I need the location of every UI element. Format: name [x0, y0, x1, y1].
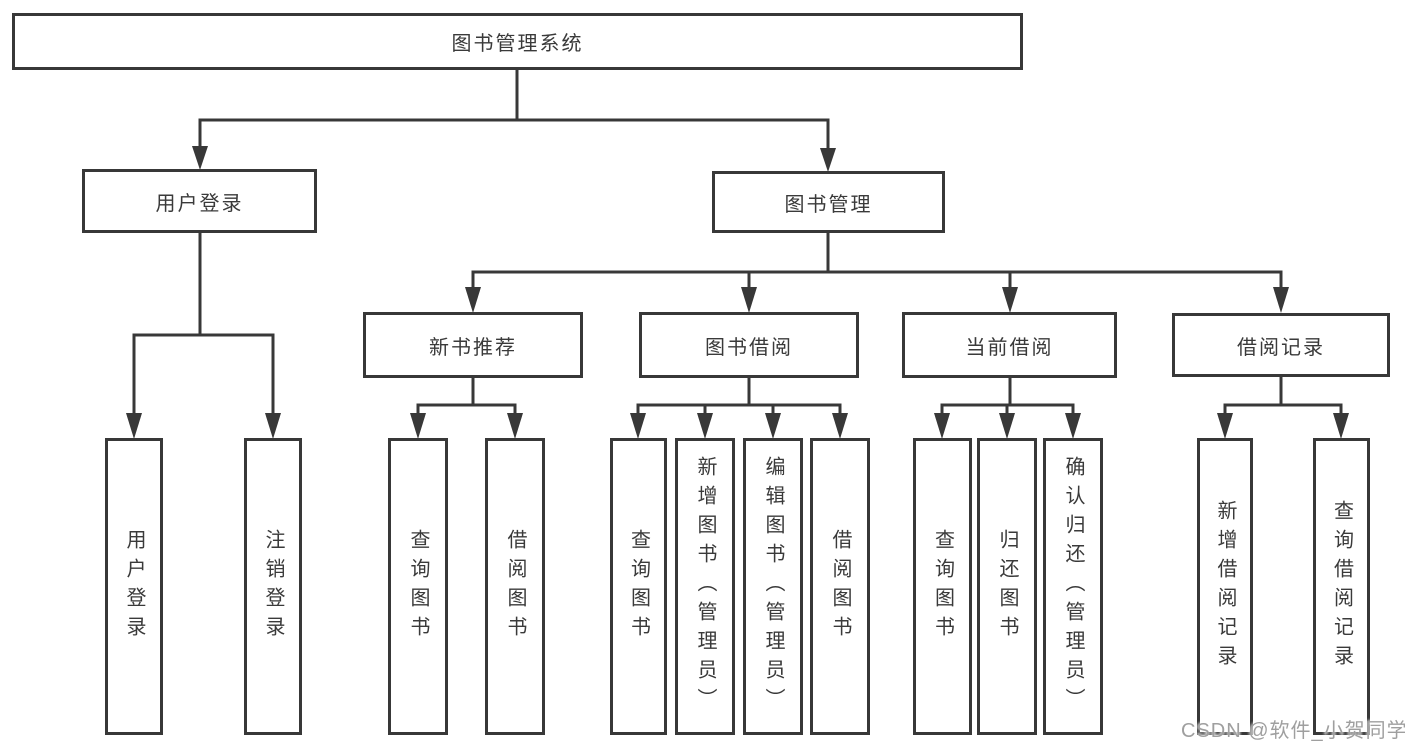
leaf-borrow-books-recommend: 借阅图书: [485, 438, 545, 735]
leaf-edit-book-admin: 编辑图书（管理员）: [743, 438, 803, 735]
leaf-query-borrow-record-label: 查询借阅记录: [1330, 499, 1353, 674]
leaf-query-books-borrow: 查询图书: [610, 438, 667, 735]
leaf-user-login: 用户登录: [105, 438, 163, 735]
node-current-borrow-label: 当前借阅: [965, 336, 1054, 359]
leaf-borrow-books-label: 借阅图书: [829, 528, 851, 645]
node-borrow-records: 借阅记录: [1172, 313, 1390, 377]
leaf-add-book-admin: 新增图书（管理员）: [675, 438, 735, 735]
leaf-query-books-recommend-label: 查询图书: [407, 528, 429, 645]
leaf-query-books-recommend: 查询图书: [388, 438, 448, 735]
leaf-return-books: 归还图书: [977, 438, 1037, 735]
node-book-management: 图书管理: [712, 171, 945, 233]
leaf-query-books-borrow-label: 查询图书: [627, 528, 650, 645]
node-borrow-records-label: 借阅记录: [1237, 336, 1325, 359]
leaf-add-borrow-record-label: 新增借阅记录: [1214, 499, 1236, 674]
node-library-system: 图书管理系统: [12, 13, 1023, 70]
leaf-add-borrow-record: 新增借阅记录: [1197, 438, 1253, 735]
leaf-return-books-label: 归还图书: [996, 528, 1018, 645]
node-user-login: 用户登录: [82, 169, 317, 233]
leaf-add-book-admin-label: 新增图书（管理员）: [694, 456, 716, 717]
leaf-user-login-label: 用户登录: [123, 528, 145, 645]
leaf-borrow-books: 借阅图书: [810, 438, 870, 735]
arrowheads: [126, 146, 1349, 439]
leaf-confirm-return-admin: 确认归还（管理员）: [1043, 438, 1103, 735]
leaf-query-borrow-record: 查询借阅记录: [1313, 438, 1370, 735]
leaf-edit-book-admin-label: 编辑图书（管理员）: [762, 456, 784, 717]
leaf-query-books-current-label: 查询图书: [931, 528, 954, 645]
leaf-borrow-books-recommend-label: 借阅图书: [504, 528, 526, 645]
node-new-book-recommend: 新书推荐: [363, 312, 583, 378]
leaf-logout-label: 注销登录: [262, 528, 284, 645]
node-user-login-label: 用户登录: [155, 192, 244, 215]
node-new-book-recommend-label: 新书推荐: [429, 336, 517, 359]
node-library-system-label: 图书管理系统: [451, 33, 584, 55]
node-current-borrow: 当前借阅: [902, 312, 1117, 378]
leaf-confirm-return-admin-label: 确认归还（管理员）: [1062, 456, 1084, 717]
leaf-logout: 注销登录: [244, 438, 302, 735]
leaf-query-books-current: 查询图书: [913, 438, 972, 735]
watermark: CSDN @软件_小贺同学: [1181, 720, 1405, 742]
node-book-management-label: 图书管理: [784, 193, 873, 216]
node-book-borrow-label: 图书借阅: [705, 336, 793, 359]
node-book-borrow: 图书借阅: [639, 312, 859, 378]
